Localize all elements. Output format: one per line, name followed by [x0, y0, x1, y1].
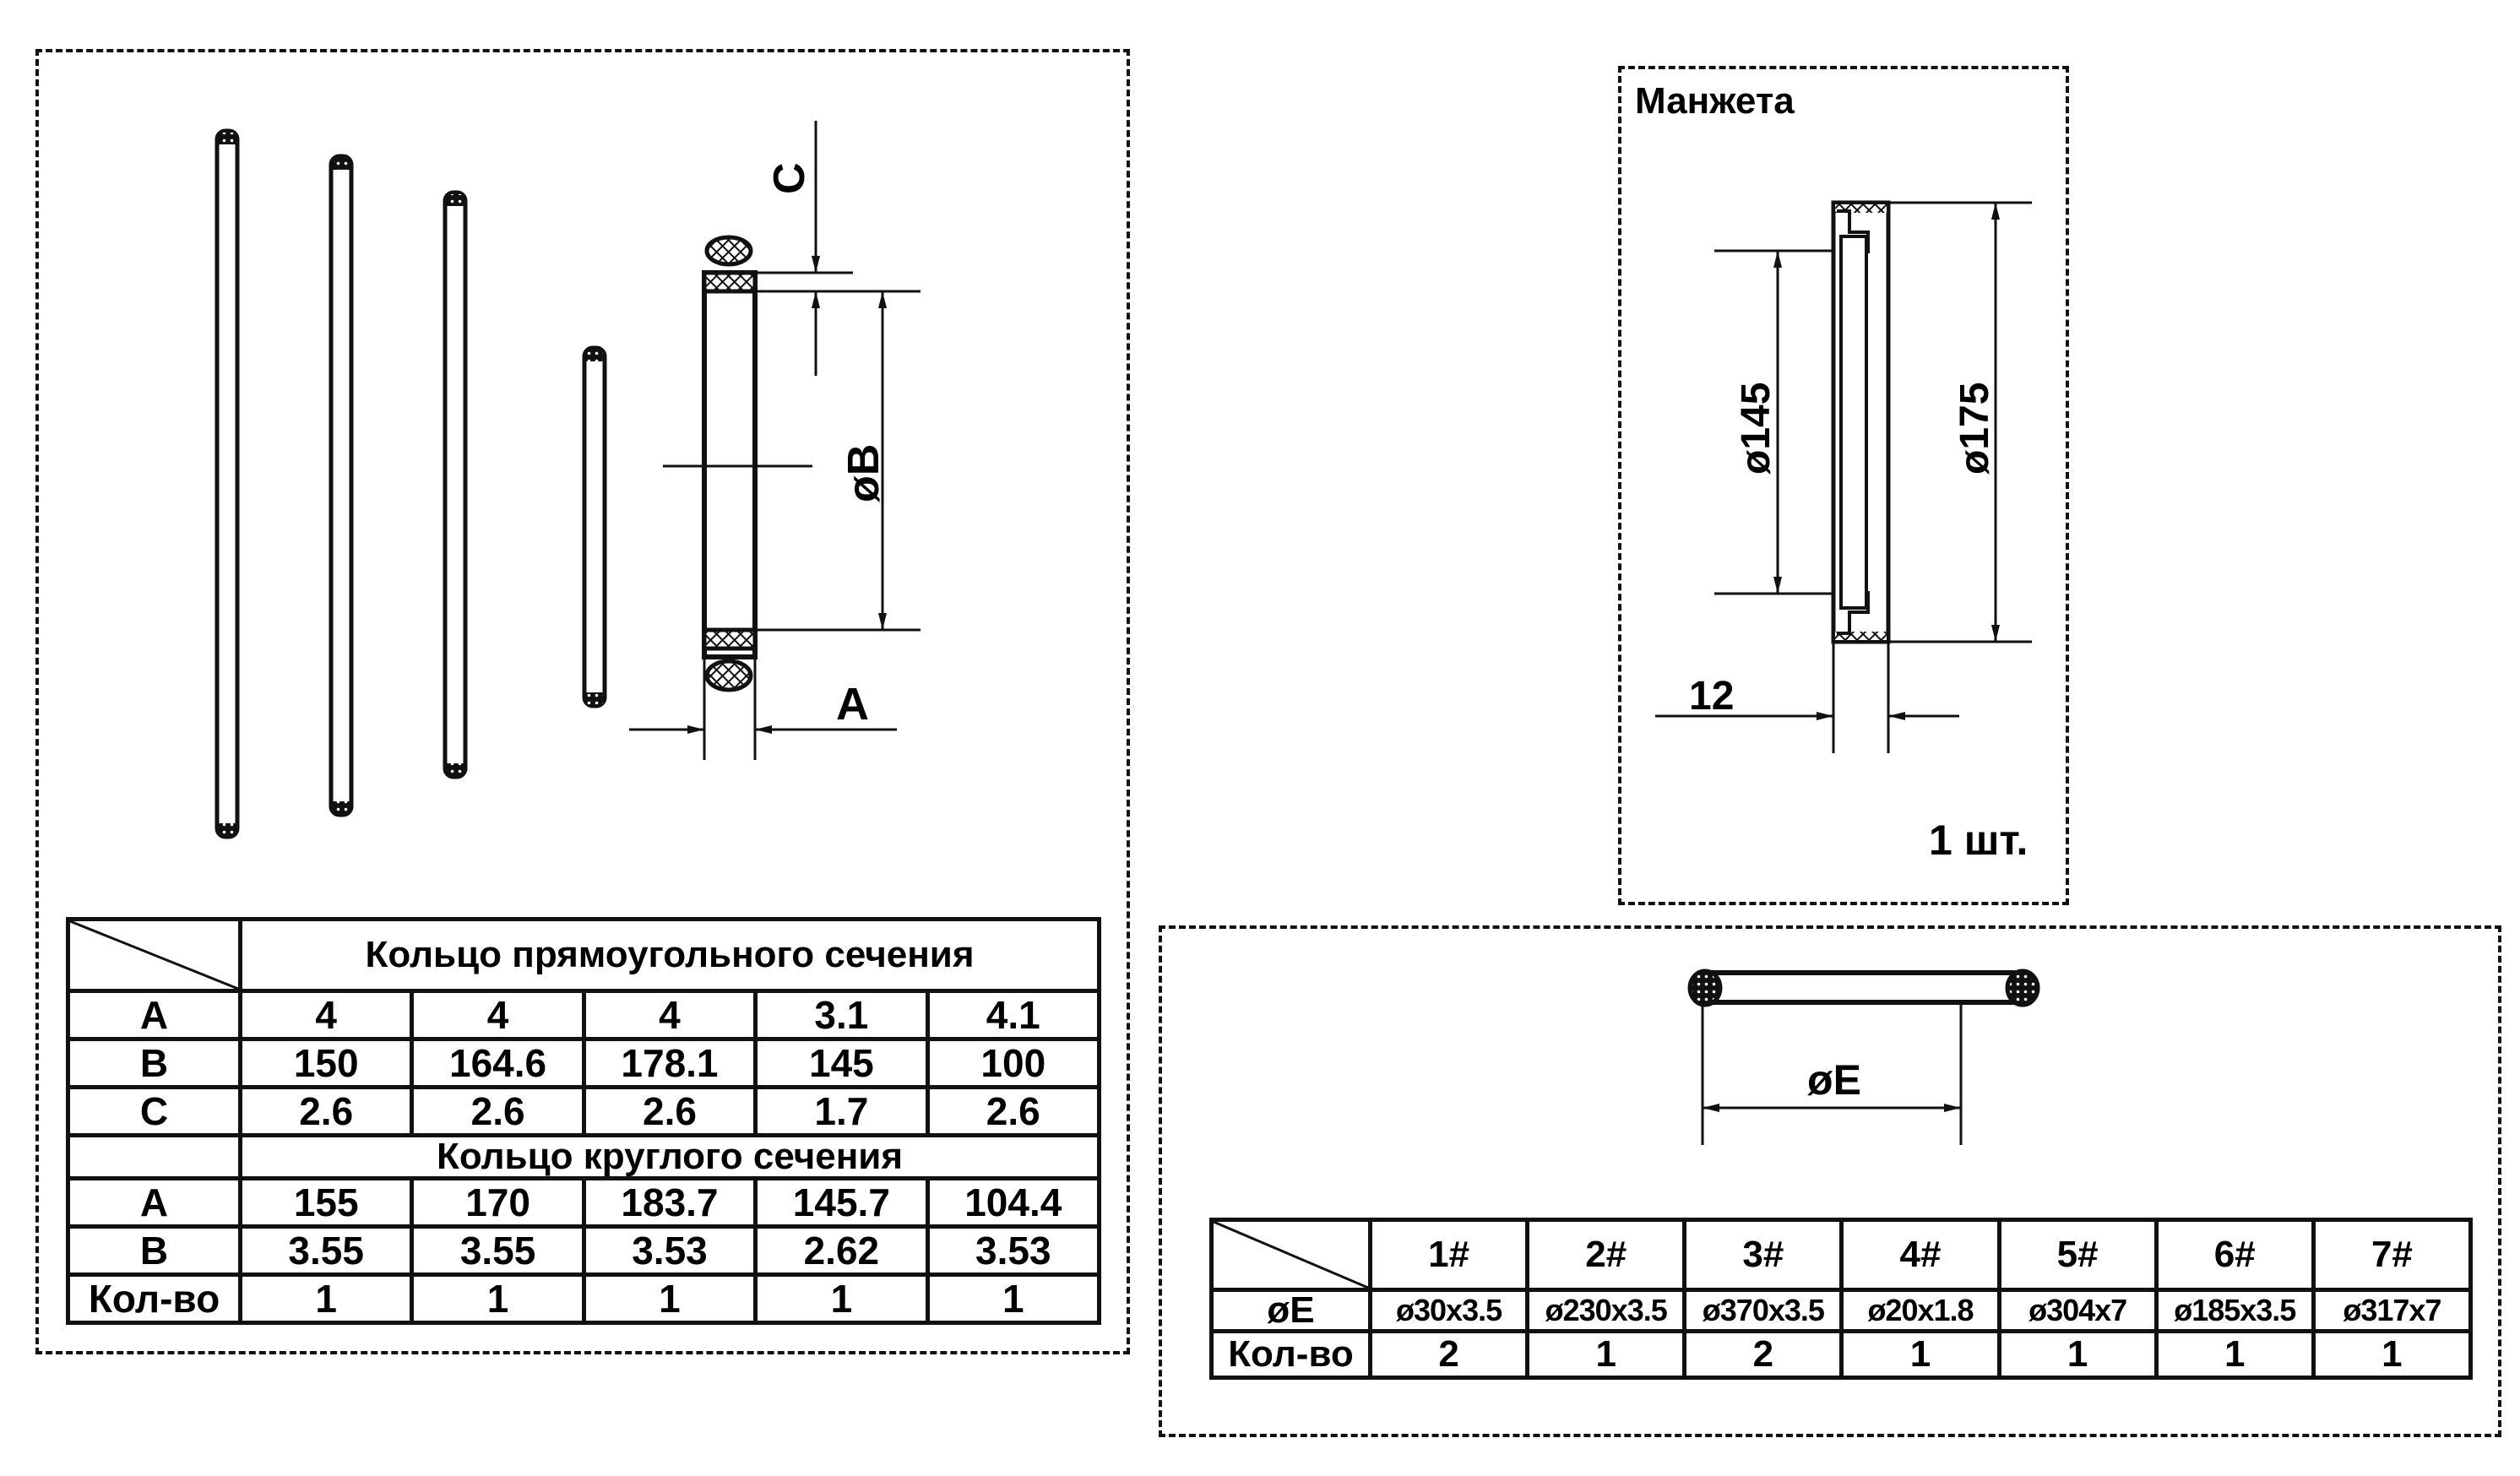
- oring-drawing: [1687, 969, 2040, 1145]
- table-subheader-row: Кольцо круглого сечения: [66, 1133, 1101, 1180]
- empty-cell: [66, 1133, 242, 1180]
- table-header-row: Кольцо прямоугольного сечения: [66, 917, 1101, 993]
- diagonal-corner-cell: [1209, 1218, 1372, 1292]
- column-header: 6#: [2153, 1218, 2316, 1292]
- cell: 1: [237, 1273, 415, 1325]
- dim-label-c: C: [765, 162, 814, 194]
- ring-spec-table: Кольцо прямоугольного сечения A 4 4 4 3.…: [66, 917, 1102, 1325]
- cuff-drawing: [1655, 200, 2032, 753]
- column-header: 1#: [1367, 1218, 1530, 1292]
- cell: 3.1: [753, 989, 930, 1041]
- left-panel: [35, 49, 1130, 1354]
- row-label: Кол-во: [66, 1273, 242, 1325]
- row-label: A: [66, 989, 242, 1041]
- cell: 145: [753, 1037, 930, 1089]
- diagonal-corner-cell: [66, 917, 242, 993]
- cell: 2: [1367, 1329, 1530, 1380]
- table-row: Кол-во 2 1 2 1 1 1 1: [1209, 1329, 2474, 1380]
- cell: ø230x3.5: [1525, 1288, 1687, 1333]
- cell: 4: [410, 989, 586, 1041]
- cuff-width: 12: [1689, 674, 1734, 719]
- cell: 1: [2311, 1329, 2474, 1380]
- cuff-inner-diameter: ø145: [1734, 383, 1779, 475]
- cell: 1: [1839, 1329, 2001, 1380]
- cell: 178.1: [581, 1037, 758, 1089]
- table-row: A 4 4 4 3.1 4.1: [66, 989, 1102, 1041]
- cell: 1: [753, 1273, 930, 1325]
- cuff-outer-diameter: ø175: [1952, 383, 1997, 475]
- cell: 2.62: [753, 1224, 930, 1277]
- cell: ø317x7: [2311, 1288, 2474, 1333]
- cell: ø304x7: [1996, 1288, 2159, 1333]
- cell: 4: [237, 989, 415, 1041]
- dim-label-a: A: [836, 679, 869, 730]
- table-row: C 2.6 2.6 2.6 1.7 2.6: [66, 1085, 1102, 1137]
- oring-dim-label: øE: [1807, 1056, 1861, 1104]
- table-header-row: 1# 2# 3# 4# 5# 6# 7#: [1209, 1218, 2474, 1292]
- ring-profile-4: [582, 345, 607, 708]
- cell: ø20x1.8: [1839, 1288, 2001, 1333]
- cell: 170: [410, 1176, 586, 1229]
- ring-profile-3: [443, 190, 468, 779]
- cell: 4.1: [925, 989, 1102, 1041]
- column-header: 7#: [2311, 1218, 2474, 1292]
- table-row: øE ø30x3.5 ø230x3.5 ø370x3.5 ø20x1.8 ø30…: [1209, 1288, 2474, 1333]
- ring-profile-1: [215, 128, 240, 839]
- cuff-title: Манжета: [1635, 80, 1795, 122]
- dim-label-b: øB: [839, 444, 888, 502]
- cell: 1: [1996, 1329, 2159, 1380]
- rect-section-title: Кольцо прямоугольного сечения: [238, 917, 1101, 993]
- cell: 1: [2153, 1329, 2316, 1380]
- cell: 1: [1525, 1329, 1687, 1380]
- cuff-quantity: 1 шт.: [1929, 817, 2028, 864]
- table-row: B 3.55 3.55 3.53 2.62 3.53: [66, 1224, 1102, 1277]
- cell: 155: [237, 1176, 415, 1229]
- row-label: øE: [1209, 1288, 1372, 1333]
- cell: 1: [410, 1273, 586, 1325]
- table-row: A 155 170 183.7 145.7 104.4: [66, 1176, 1102, 1229]
- cell: 100: [925, 1037, 1102, 1089]
- column-header: 3#: [1682, 1218, 1844, 1292]
- round-section-title: Кольцо круглого сечения: [238, 1133, 1101, 1180]
- row-label: Кол-во: [1209, 1329, 1372, 1380]
- cell: 104.4: [925, 1176, 1102, 1229]
- cell: 3.53: [581, 1224, 758, 1277]
- cell: ø185x3.5: [2153, 1288, 2316, 1333]
- row-label: B: [66, 1037, 242, 1089]
- ring-profile-2: [329, 154, 354, 817]
- oring-spec-table: 1# 2# 3# 4# 5# 6# 7# øE ø30x3.5 ø230x3.5…: [1209, 1218, 2474, 1380]
- cell: 150: [237, 1037, 415, 1089]
- cuff-panel: [1618, 66, 2069, 905]
- cell: 1: [925, 1273, 1102, 1325]
- cell: 1: [581, 1273, 758, 1325]
- cell: 2.6: [410, 1085, 586, 1137]
- row-label: A: [66, 1176, 242, 1229]
- cell: 4: [581, 989, 758, 1041]
- cell: ø370x3.5: [1682, 1288, 1844, 1333]
- cell: 2: [1682, 1329, 1844, 1380]
- row-label: B: [66, 1224, 242, 1277]
- row-label: C: [66, 1085, 242, 1137]
- oring-panel: [1159, 925, 2501, 1437]
- table-row: Кол-во 1 1 1 1 1: [66, 1273, 1102, 1325]
- cell: 183.7: [581, 1176, 758, 1229]
- cell: 2.6: [581, 1085, 758, 1137]
- cell: 2.6: [925, 1085, 1102, 1137]
- column-header: 4#: [1839, 1218, 2001, 1292]
- cell: 1.7: [753, 1085, 930, 1137]
- column-header: 5#: [1996, 1218, 2159, 1292]
- cell: 3.53: [925, 1224, 1102, 1277]
- cell: ø30x3.5: [1367, 1288, 1530, 1333]
- ring-section-drawing: [629, 121, 921, 760]
- column-header: 2#: [1525, 1218, 1687, 1292]
- cell: 164.6: [410, 1037, 586, 1089]
- cell: 3.55: [237, 1224, 415, 1277]
- cell: 145.7: [753, 1176, 930, 1229]
- cell: 2.6: [237, 1085, 415, 1137]
- table-row: B 150 164.6 178.1 145 100: [66, 1037, 1102, 1089]
- cell: 3.55: [410, 1224, 586, 1277]
